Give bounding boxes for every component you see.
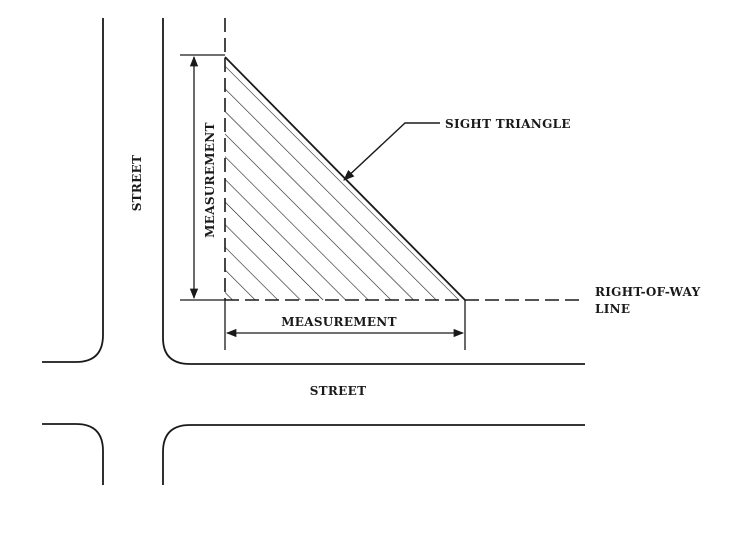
curb-upper-left <box>42 18 104 363</box>
measurement-label-vertical: MEASUREMENT <box>203 122 217 238</box>
measurement-label-horizontal: MEASUREMENT <box>281 315 397 329</box>
sight-triangle-leader <box>343 122 440 181</box>
curb-upper-right <box>162 18 585 365</box>
curb-lower-left <box>42 423 104 485</box>
street-label-vertical: STREET <box>130 155 144 212</box>
right-of-way-label-line1: RIGHT-OF-WAY <box>595 285 701 299</box>
street-label-horizontal: STREET <box>310 384 367 398</box>
curb-lower-right <box>162 424 585 485</box>
sight-triangle-label: SIGHT TRIANGLE <box>445 117 571 131</box>
right-of-way-label-line2: LINE <box>595 302 630 316</box>
